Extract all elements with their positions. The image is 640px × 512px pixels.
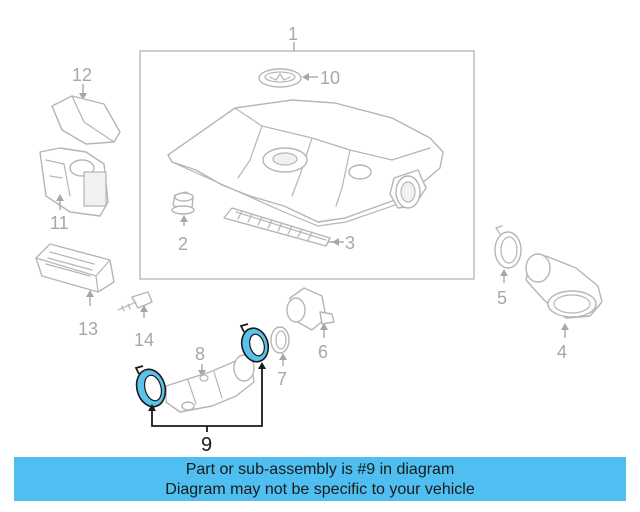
part-13-intake-duct[interactable] xyxy=(35,243,115,293)
callout-6[interactable]: 6 xyxy=(318,342,328,362)
callout-11[interactable]: 11 xyxy=(50,213,69,233)
part-4-elbow-hose[interactable] xyxy=(525,253,603,319)
part-11-housing[interactable] xyxy=(39,147,109,217)
callout-2[interactable]: 2 xyxy=(178,234,188,254)
assembly-box-1 xyxy=(139,50,475,280)
part-3-filter[interactable] xyxy=(223,207,331,247)
part-10-emblem[interactable] xyxy=(258,68,302,88)
engine-cover[interactable] xyxy=(167,99,444,227)
callout-9[interactable]: 9 xyxy=(201,434,212,456)
callout-8[interactable]: 8 xyxy=(195,344,205,364)
info-banner: Part or sub-assembly is #9 in diagram Di… xyxy=(14,457,626,501)
callout-3[interactable]: 3 xyxy=(345,233,355,253)
callout-9-bracket xyxy=(148,362,266,432)
callout-1[interactable]: 1 xyxy=(288,24,298,44)
callout-13[interactable]: 13 xyxy=(78,319,98,339)
part-14-bolt[interactable] xyxy=(117,291,153,312)
banner-line-1: Part or sub-assembly is #9 in diagram xyxy=(185,461,455,478)
callout-4[interactable]: 4 xyxy=(557,342,567,362)
callout-12[interactable]: 12 xyxy=(72,65,92,85)
part-9-clamp-left[interactable] xyxy=(133,365,170,410)
part-2-grommet[interactable] xyxy=(171,191,195,215)
callout-14[interactable]: 14 xyxy=(134,330,154,350)
callout-10[interactable]: 10 xyxy=(320,68,340,88)
part-6-sensor[interactable] xyxy=(286,287,335,331)
callout-7[interactable]: 7 xyxy=(277,369,287,389)
part-8-hose[interactable] xyxy=(165,354,255,413)
part-7-oring[interactable] xyxy=(270,326,290,354)
part-5-clamp[interactable] xyxy=(494,225,522,269)
callout-5[interactable]: 5 xyxy=(497,288,507,308)
part-12-cover[interactable] xyxy=(51,95,121,145)
part-9-clamp-right[interactable] xyxy=(238,323,272,365)
banner-line-2: Diagram may not be specific to your vehi… xyxy=(165,481,475,498)
